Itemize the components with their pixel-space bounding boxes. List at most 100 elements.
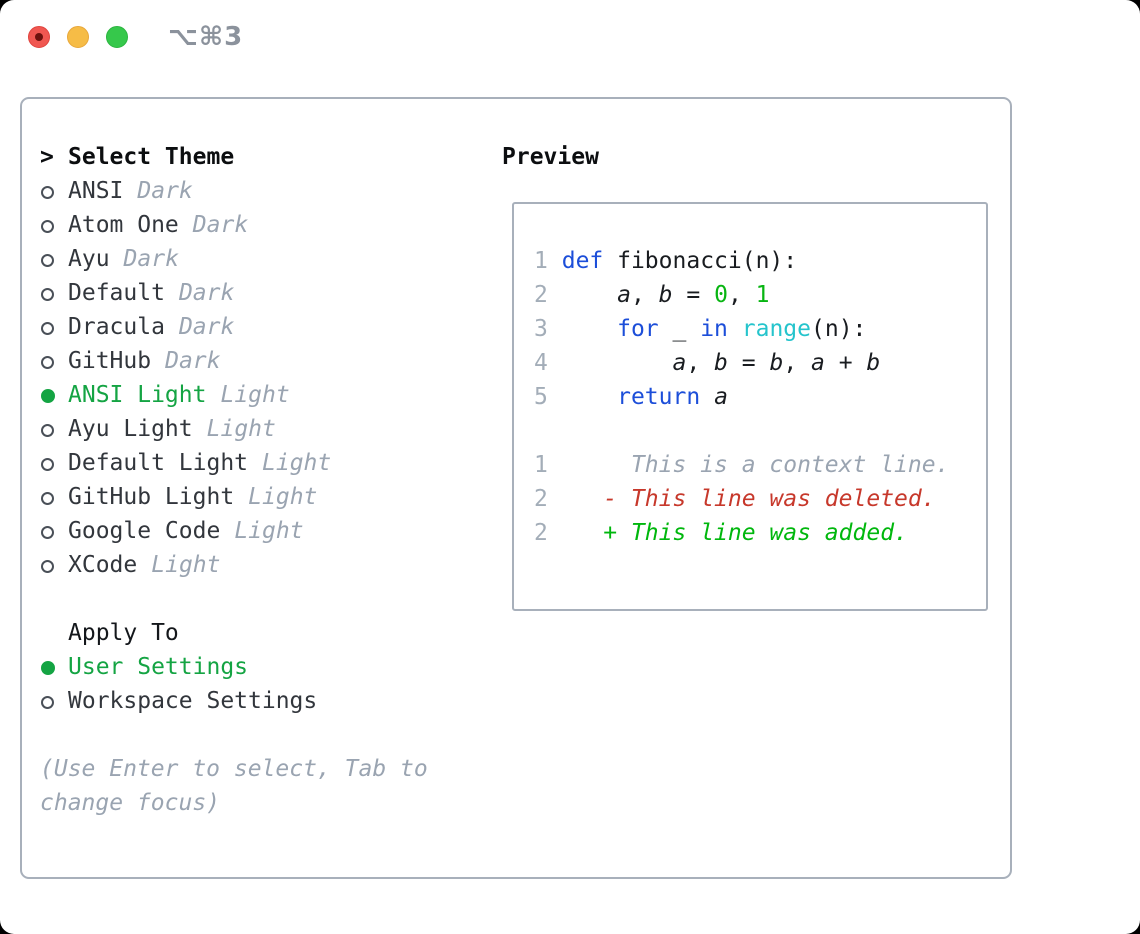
code-segment: 0: [714, 282, 728, 308]
code-segment: b: [866, 350, 881, 376]
code-segment: 1: [755, 282, 770, 308]
apply-to-option[interactable]: User Settings: [40, 650, 428, 684]
code-segment: [728, 316, 742, 342]
option-label: Default Light: [68, 450, 249, 476]
titlebar: ⌥⌘3: [0, 0, 1140, 74]
option-label: Default: [68, 280, 165, 306]
apply-to-header-label: Apply To: [68, 620, 179, 646]
spacer: [40, 718, 428, 752]
maximize-button[interactable]: [106, 26, 128, 48]
close-button[interactable]: [28, 26, 50, 48]
code-segment: ,: [727, 282, 756, 308]
code-line: 3 for _ in range(n):: [534, 312, 986, 346]
option-label: Workspace Settings: [68, 688, 318, 714]
apply-to-option[interactable]: Workspace Settings: [40, 684, 428, 718]
code-segment: for: [617, 316, 659, 342]
option-label: User Settings: [68, 654, 249, 680]
line-number: 2: [534, 486, 548, 512]
theme-option[interactable]: Default Light Light: [40, 446, 428, 480]
theme-option[interactable]: GitHub Dark: [40, 344, 428, 378]
theme-variant-label: Dark: [178, 314, 235, 340]
code-line: 4 a, b = b, a + b: [534, 346, 986, 380]
code-segment: def: [561, 248, 604, 274]
code-line: 2 a, b = 0, 1: [534, 278, 986, 312]
theme-variant-label: Light: [262, 450, 332, 476]
option-label: Google Code: [68, 518, 221, 544]
theme-variant-label: Dark: [137, 178, 193, 204]
code-segment: =: [727, 350, 770, 376]
radio-selected-icon: [41, 661, 55, 675]
theme-variant-label: Light: [151, 552, 221, 578]
code-segment: _: [658, 316, 701, 342]
theme-option[interactable]: Google Code Light: [40, 514, 428, 548]
code-segment: a: [714, 384, 728, 410]
code-segment: (n):: [811, 316, 867, 342]
radio-selected-icon: [41, 389, 55, 403]
radio-icon: [41, 220, 54, 233]
code-segment: [548, 350, 673, 376]
theme-variant-label: Light: [234, 518, 304, 544]
code-line: 1 def fibonacci(n):: [534, 244, 986, 278]
code-segment: a: [672, 350, 687, 376]
theme-variant-label: Dark: [123, 246, 179, 272]
radio-icon: [41, 322, 54, 335]
radio-icon: [41, 458, 54, 471]
line-number: 5: [534, 384, 548, 410]
close-modified-dot-icon: [35, 33, 43, 41]
radio-icon: [41, 492, 54, 505]
hint-line: change focus): [40, 790, 221, 816]
line-number: 1: [534, 248, 548, 274]
option-label: Atom One: [68, 212, 179, 238]
code-line: 2 + This line was added.: [534, 516, 986, 550]
code-line: 2 - This line was deleted.: [534, 482, 986, 516]
select-theme-header-label: Select Theme: [68, 144, 235, 170]
theme-variant-label: Light: [220, 382, 290, 408]
code-segment: +: [824, 350, 867, 376]
theme-variant-label: Light: [206, 416, 276, 442]
code-segment: return: [617, 384, 701, 410]
code-segment: b: [769, 350, 784, 376]
select-theme-header: >Select Theme: [40, 140, 428, 174]
theme-variant-label: Light: [248, 484, 318, 510]
radio-icon: [41, 186, 54, 199]
code-segment: in: [700, 316, 728, 342]
line-number: 2: [534, 282, 548, 308]
code-line: 1 This is a context line.: [534, 448, 986, 482]
code-segment: [700, 384, 714, 410]
code-segment: [548, 248, 562, 274]
code-line: [534, 414, 986, 448]
line-number: 1: [534, 452, 548, 478]
theme-option[interactable]: Ayu Light Light: [40, 412, 428, 446]
code-segment: This is a context line.: [547, 452, 950, 478]
code-segment: =: [672, 282, 715, 308]
code-segment: range: [741, 316, 812, 342]
option-label: GitHub: [68, 348, 152, 374]
code-line: 5 return a: [534, 380, 986, 414]
line-number: 2: [534, 520, 548, 546]
code-segment: ,: [783, 350, 812, 376]
option-label: Ayu Light: [68, 416, 193, 442]
radio-icon: [41, 254, 54, 267]
code-segment: a: [617, 282, 631, 308]
code-segment: ,: [686, 350, 715, 376]
line-number: 3: [534, 316, 548, 342]
theme-option[interactable]: XCode Light: [40, 548, 428, 582]
theme-variant-label: Dark: [165, 348, 221, 374]
radio-icon: [41, 560, 54, 573]
minimize-button[interactable]: [67, 26, 89, 48]
code-segment: - This line was deleted.: [547, 486, 936, 512]
option-label: XCode: [68, 552, 138, 578]
code-segment: fibonacci(n):: [603, 248, 798, 274]
